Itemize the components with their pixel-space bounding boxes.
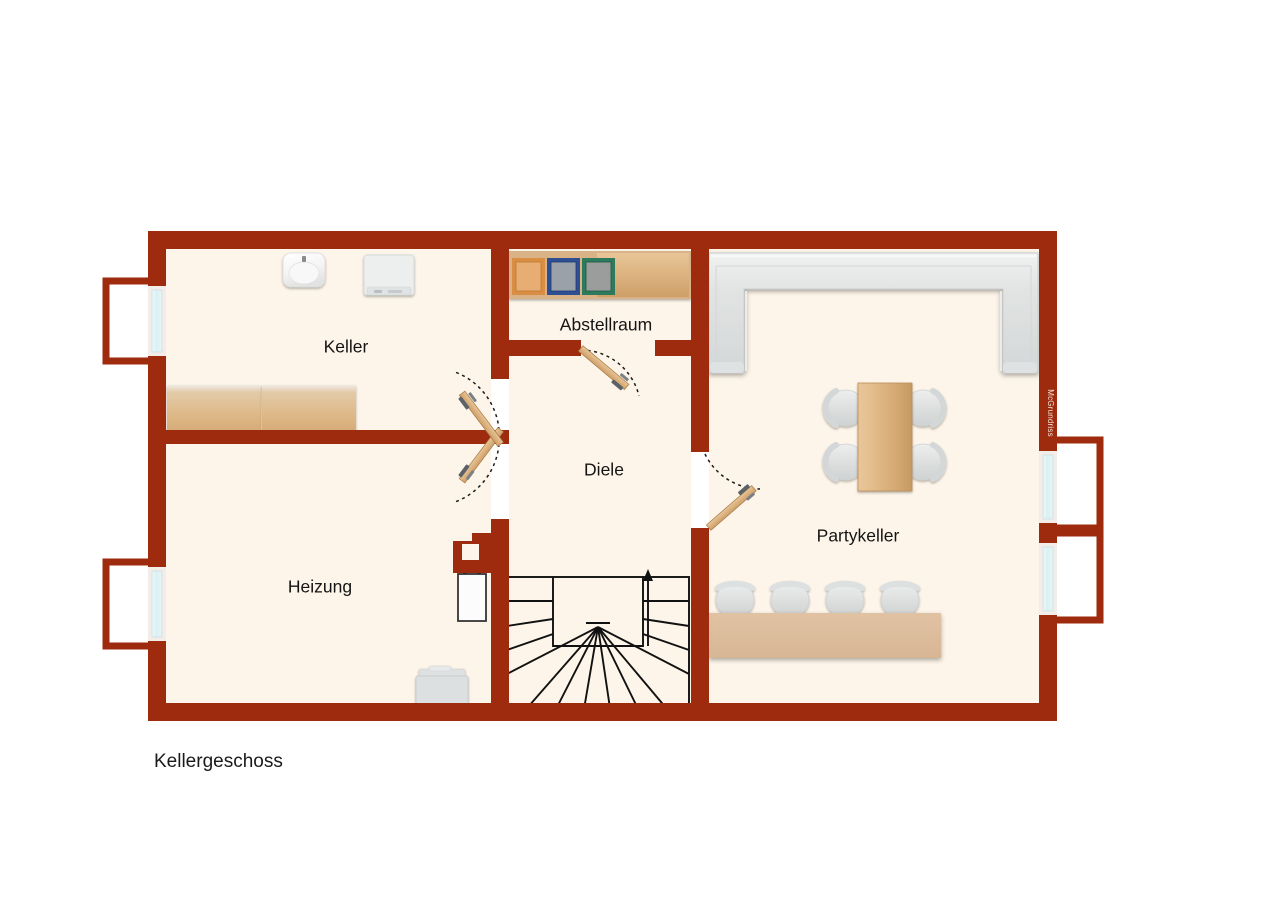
workbench-left (167, 385, 261, 437)
wall-appliance (363, 254, 415, 296)
windows (148, 286, 1057, 641)
bar-stool-3 (825, 580, 865, 618)
door-heizung (454, 390, 504, 503)
watermark-label: McGrundriss (1046, 389, 1055, 437)
floor-diele (509, 348, 691, 703)
wall-east-corridor-lower (691, 528, 709, 703)
watermark: McGrundriss (1046, 389, 1055, 437)
sofa-bench (708, 252, 1039, 374)
boiler-niche-opening (462, 544, 479, 560)
window-partykeller-se (1039, 543, 1057, 615)
wall-boiler-niche-top (472, 533, 501, 543)
room-labels: Keller Abstellraum Diele Heizung Partyke… (288, 315, 900, 597)
room-label-diele: Diele (584, 460, 624, 480)
bar-stool-1 (715, 580, 755, 618)
chair-top-left (822, 388, 865, 428)
chair-bottom-right (904, 442, 947, 482)
bar-counter (709, 613, 941, 658)
wall-bottom (148, 703, 1057, 721)
door-partykeller (704, 453, 761, 531)
floor-heizung (166, 437, 491, 703)
wall-west-corridor-upper (491, 249, 509, 379)
wall-abstellraum-right (655, 340, 691, 356)
lightwells (102, 277, 1104, 650)
room-label-abstellraum: Abstellraum (560, 315, 652, 335)
boiler (457, 567, 487, 622)
window-heizung-left (148, 567, 166, 641)
room-label-partykeller: Partykeller (817, 526, 900, 546)
lightwell-partykeller-n (1055, 436, 1104, 532)
bar-area (709, 580, 941, 658)
room-label-keller: Keller (324, 337, 369, 357)
door-keller (454, 371, 504, 484)
lightwell-partykeller-s (1055, 529, 1104, 624)
window-partykeller-ne (1039, 451, 1057, 523)
dining-table (857, 382, 913, 492)
chair-bottom-left (822, 442, 865, 482)
wall-abstellraum-left (509, 340, 581, 356)
floor-label: Kellergeschoss (154, 751, 283, 772)
washbasin (282, 252, 326, 288)
lightwell-heizung (102, 558, 150, 650)
wall-keller-heizung (166, 430, 501, 444)
lightwell-keller (102, 277, 150, 365)
keller-furniture (167, 252, 415, 437)
chair-top-right (904, 388, 947, 428)
doors (454, 345, 761, 531)
wall-east-corridor-upper (691, 249, 709, 452)
bar-stool-4 (880, 580, 920, 618)
room-label-heizung: Heizung (288, 577, 352, 597)
storage-crate-blue (547, 258, 580, 295)
abstellraum-furniture (509, 251, 691, 299)
wall-top (148, 231, 1057, 249)
dining-group (822, 382, 947, 492)
door-abstellraum (577, 345, 640, 397)
workbench-right (262, 385, 356, 437)
storage-crate-green (582, 258, 615, 295)
stairs-direction-arrow (643, 569, 653, 646)
bar-stool-2 (770, 580, 810, 618)
storage-crate-orange (512, 258, 545, 295)
window-keller-left (148, 286, 166, 356)
